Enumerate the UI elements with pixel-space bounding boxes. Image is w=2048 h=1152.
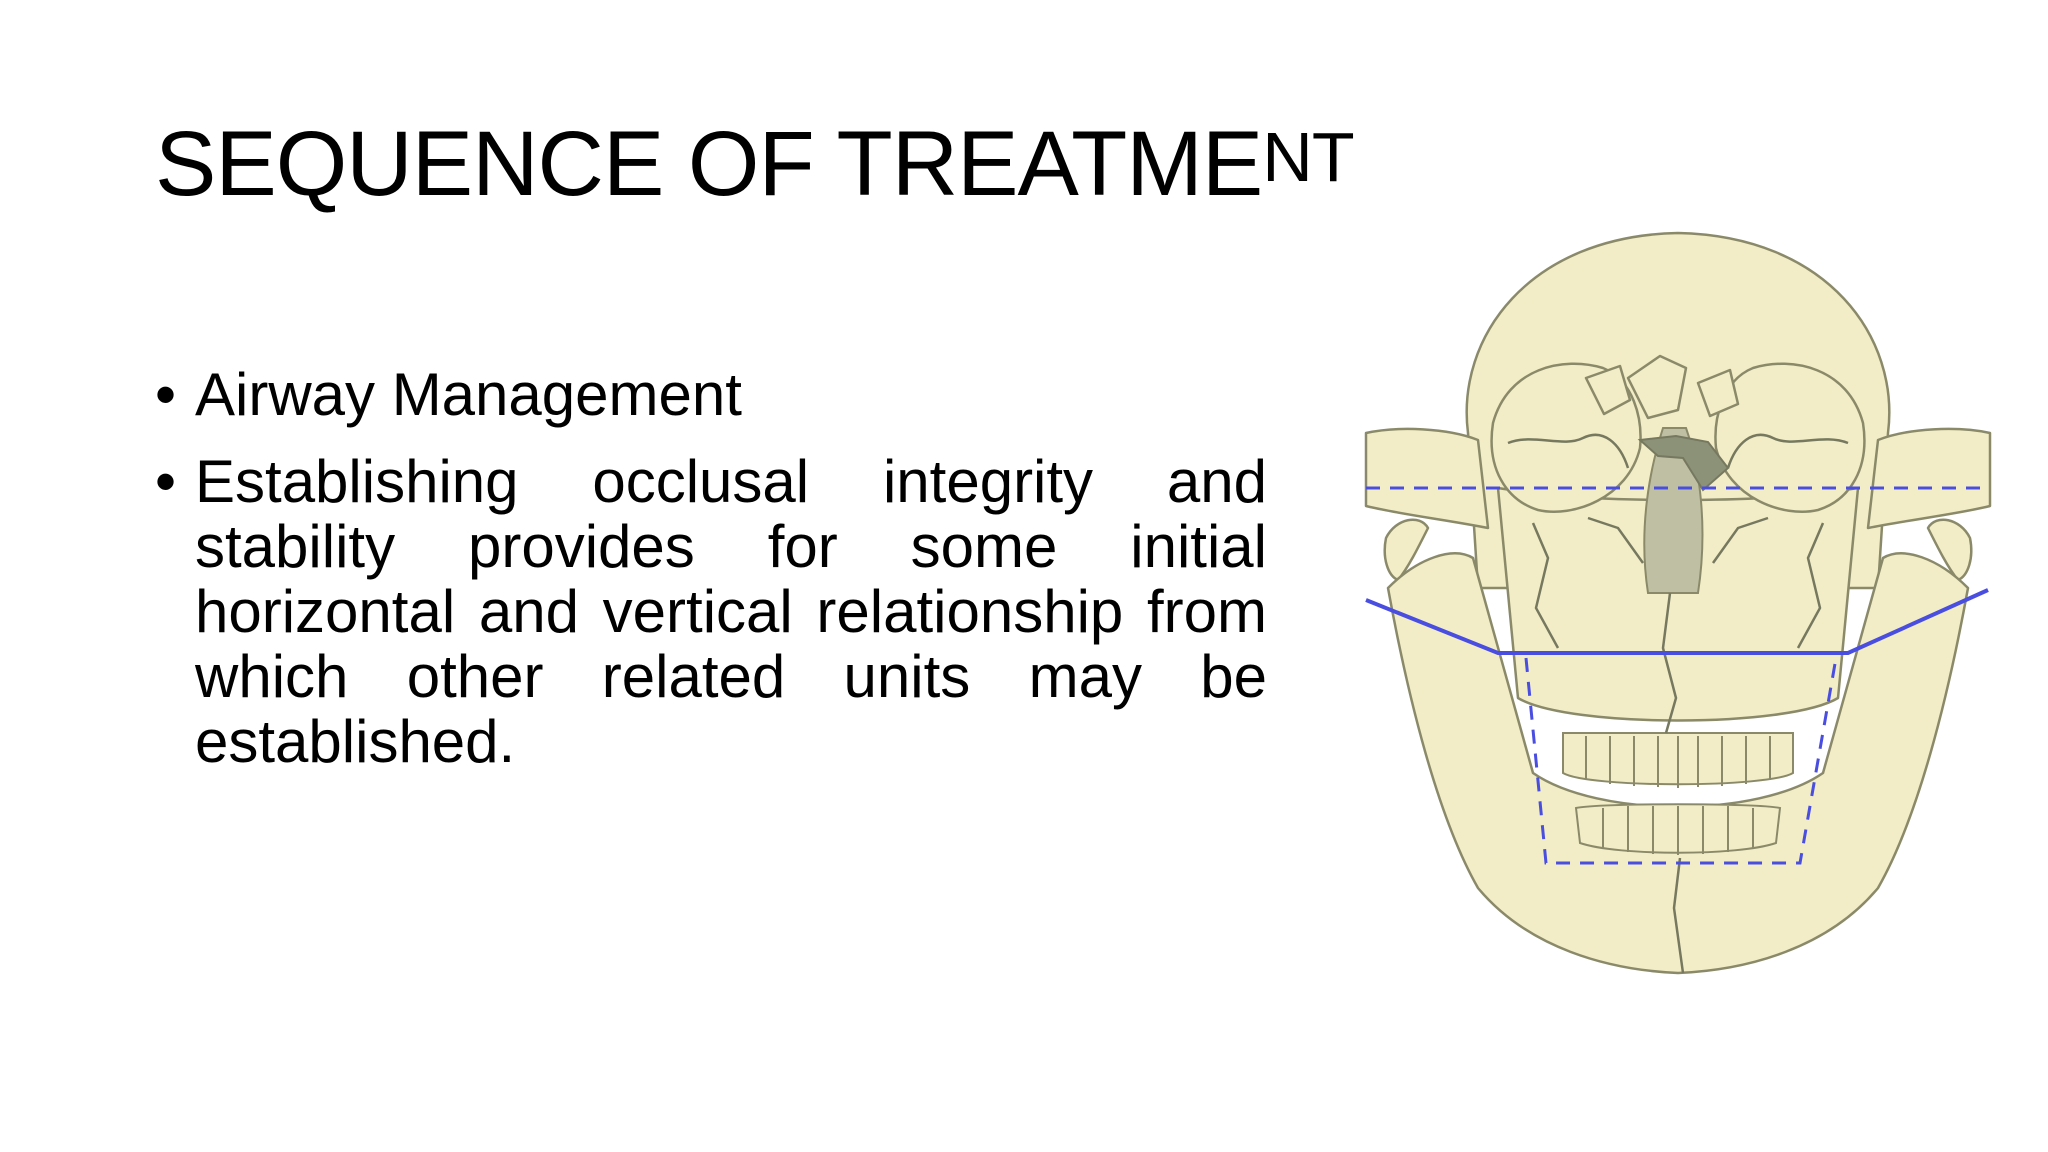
fractured-skull-illustration — [1358, 228, 1998, 978]
slide-title-tail: NT — [1262, 118, 1354, 196]
bullet-item-occlusal: • Establishing occlusal integrity and st… — [155, 449, 1267, 774]
bullet-text: Airway Management — [195, 361, 742, 428]
bullet-marker: • — [155, 448, 177, 515]
bullet-marker: • — [155, 361, 177, 428]
bullet-text: Establishing occlusal integrity and stab… — [195, 448, 1267, 775]
slide-title: SEQUENCE OF TREATMENT — [155, 118, 1355, 210]
bullet-item-airway: • Airway Management — [155, 362, 1267, 427]
slide-title-main: SEQUENCE OF TREATME — [155, 113, 1263, 215]
skull-icon — [1364, 231, 1992, 975]
bullet-list: • Airway Management • Establishing occlu… — [155, 362, 1267, 774]
